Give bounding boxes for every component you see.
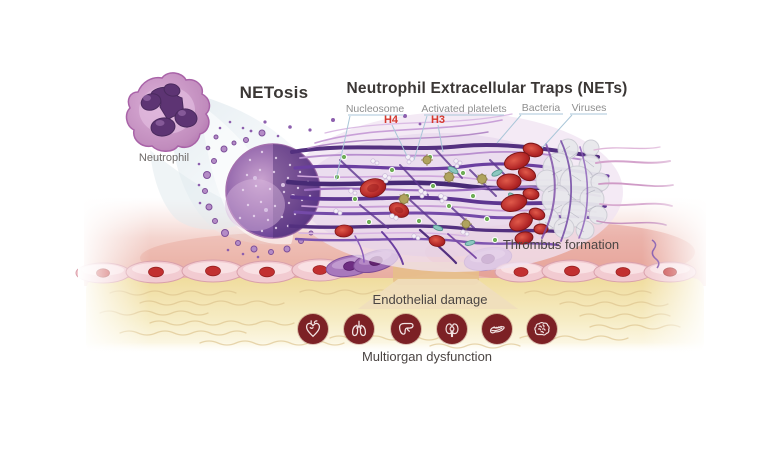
left-fade: [78, 188, 150, 360]
thrombus-rbc-stack: [496, 142, 549, 245]
fibers-to-endothelium: [354, 228, 477, 265]
leader-lines: [335, 113, 607, 181]
red-blood-cells: [334, 178, 446, 247]
kidneys-icon: [437, 314, 467, 344]
neutrophil-nucleus: [140, 83, 198, 137]
trapped-elements: [333, 153, 523, 247]
cell-granules: [253, 176, 295, 212]
brain-icon: [527, 314, 557, 344]
mesh-texture: [544, 145, 599, 233]
virus-particles: [398, 154, 488, 230]
lungs-icon: [344, 314, 374, 344]
right-fade: [642, 118, 712, 366]
neutrophil-cell: [125, 72, 211, 152]
vesicle-dots: [197, 120, 260, 259]
heart-icon: [298, 314, 328, 344]
pancreas-icon: [482, 314, 512, 344]
thrombus: [496, 138, 674, 245]
liver-icon: [391, 314, 421, 344]
nucleosome-beads: [333, 154, 470, 241]
strands-through-mesh: [541, 140, 589, 242]
